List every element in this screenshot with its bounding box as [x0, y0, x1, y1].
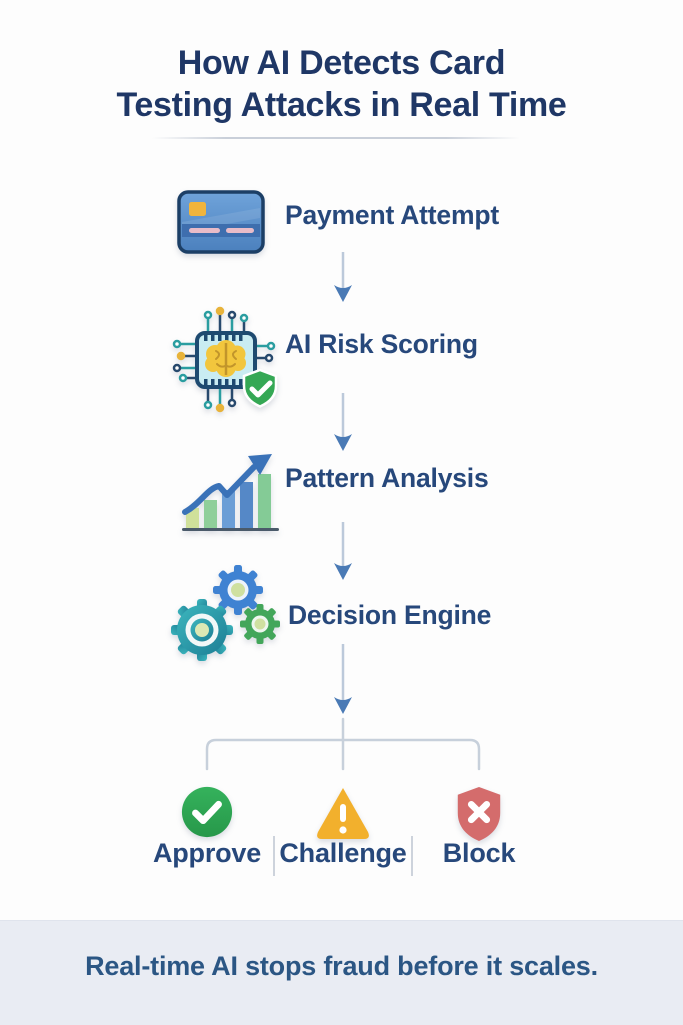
step-label-ai-risk-scoring: AI Risk Scoring: [285, 329, 478, 359]
step-label-pattern-analysis: Pattern Analysis: [285, 463, 489, 493]
page-title-line-2: Testing Attacks in Real Time: [116, 86, 567, 124]
branch-bracket: [197, 713, 489, 776]
outcome-label-approve: Approve: [152, 838, 262, 868]
warning-triangle-icon: [313, 783, 373, 841]
step-label-decision-engine: Decision Engine: [288, 600, 492, 630]
title-divider: [152, 137, 520, 139]
credit-card-icon: [176, 188, 266, 256]
page-title: How AI Detects Card Testing Attacks in R…: [0, 42, 683, 126]
check-circle-icon: [180, 785, 234, 839]
outcome-divider-1: [273, 836, 275, 876]
outcome-divider-2: [411, 836, 413, 876]
outcome-label-block: Block: [442, 838, 516, 868]
page-title-line-1: How AI Detects Card: [177, 44, 506, 82]
footer-tagline: Real-time AI stops fraud before it scale…: [85, 950, 598, 981]
outcome-label-challenge: Challenge: [279, 838, 407, 868]
flow-arrow-4: [332, 644, 354, 714]
flow-arrow-1: [332, 252, 354, 302]
footer-band: Real-time AI stops fraud before it scale…: [0, 920, 683, 1025]
gears-icon: [165, 563, 280, 668]
step-label-payment-attempt: Payment Attempt: [285, 200, 499, 230]
shield-x-icon: [452, 784, 506, 844]
ai-chip-shield-icon: [166, 306, 286, 416]
flow-arrow-2: [332, 393, 354, 451]
brain-glyph: [205, 340, 246, 377]
flow-arrow-3: [332, 522, 354, 580]
growth-bar-chart-icon: [178, 448, 284, 538]
